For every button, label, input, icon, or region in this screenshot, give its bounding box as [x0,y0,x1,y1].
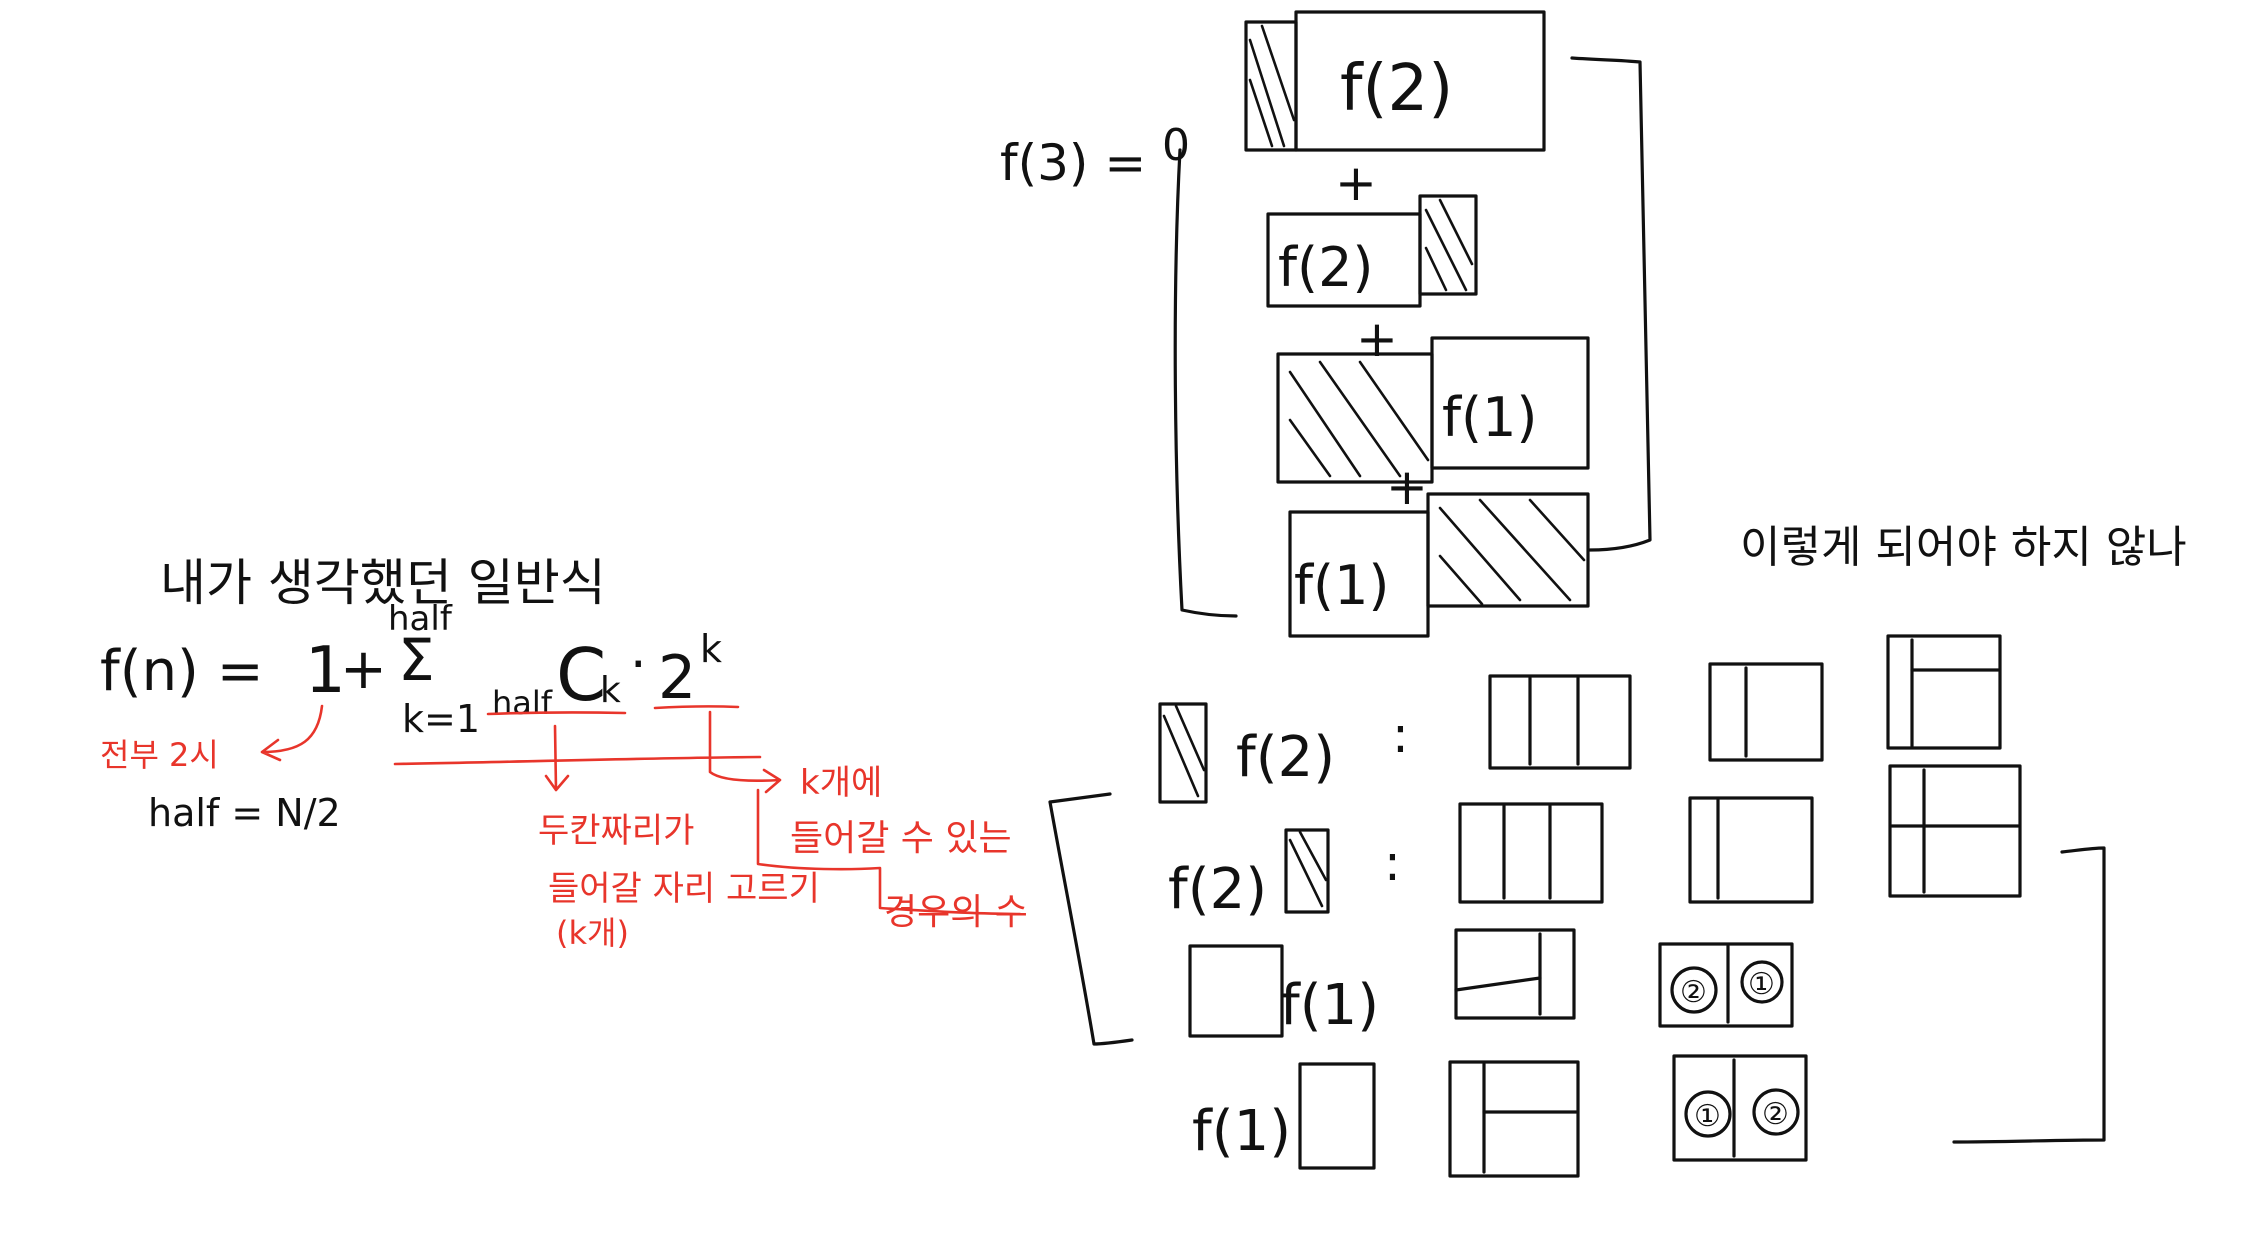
bottom-row-1-colon: : [1392,706,1409,764]
formula-power-base: 2 [658,643,696,713]
formula-dot: · [630,635,647,695]
formula-plus: + [340,637,387,702]
top-plus-3: + [1386,458,1428,516]
red-note-k-1: k개에 [800,763,882,803]
bottom-row-4-label: f(1) [1192,1099,1291,1164]
formula-combo-k: k [600,670,621,711]
top-row-2-label: f(2) [1278,236,1374,299]
bottom-row-2-colon: : [1384,834,1401,892]
red-arrow-one [260,704,324,762]
red-underline-combo [486,711,627,716]
bottom-row-4-circle-b: ② [1762,1097,1789,1132]
formula-lower-limit: k=1 [402,697,480,741]
top-label: f(3) = [1000,134,1146,192]
top-row-3: f(1) [1276,336,1590,484]
red-arrow-k [708,710,782,794]
top-circle-zero: 0 [1162,120,1190,171]
red-note-positions-1: 두칸짜리가 [538,811,694,851]
bottom-row-2: f(2) : [1168,764,2022,922]
red-note-k-2: 들어갈 수 있는 [790,818,1012,859]
formula-heading: 내가 생각했던 일반식 [160,554,606,612]
red-bracket-sum [393,755,762,766]
red-bracket-cases [756,788,1022,916]
formula-sigma: Σ [398,626,435,694]
bottom-row-4-circle-a: ① [1694,1099,1721,1134]
red-note-positions-2: 들어갈 자리 고르기 [548,869,820,909]
formula-fn-left: f(n) = [100,639,264,704]
formula-upper-limit: half [388,599,453,639]
top-row-1: f(2) [1244,10,1546,152]
bottom-row-1-label: f(2) [1236,725,1335,790]
bottom-right-bracket [1952,846,2106,1144]
formula-combo-sub: half [492,684,553,722]
top-row-3-label: f(1) [1442,386,1538,449]
bottom-left-bracket [1048,792,1134,1046]
bottom-row-4: f(1) ① ② [1192,1054,1808,1178]
red-arrow-positions [544,724,570,792]
bottom-row-2-label: f(2) [1168,857,1267,922]
red-note-all: 전부 2시 [100,736,219,774]
top-row-4-label: f(1) [1294,554,1390,617]
red-note-k-3: 경우의 수 [884,892,1028,933]
formula-one: 1 [305,634,346,708]
bottom-row-3-circle-a: ② [1680,975,1707,1010]
top-row-4: f(1) [1288,492,1590,638]
red-note-positions-3: (k개) [556,914,629,952]
red-underline-power [653,705,740,710]
top-row-2: f(2) [1266,194,1478,308]
note-half: half = N/2 [148,791,341,835]
top-annotation: 이렇게 되어야 하지 않나 [1740,522,2187,573]
bottom-row-3-circle-b: ① [1748,967,1775,1002]
top-left-bracket [1173,148,1238,618]
bottom-row-3: f(1) ② ① [1188,928,1794,1038]
bottom-row-1: f(2) : [1158,634,2002,804]
bottom-row-3-label: f(1) [1280,973,1379,1038]
top-plus-2: + [1356,310,1398,368]
formula-power-exp: k [700,627,722,671]
top-plus-1: + [1335,154,1377,212]
top-right-bracket [1570,56,1652,552]
top-row-1-label: f(2) [1340,52,1453,126]
formula-combo-c: C [556,633,606,717]
